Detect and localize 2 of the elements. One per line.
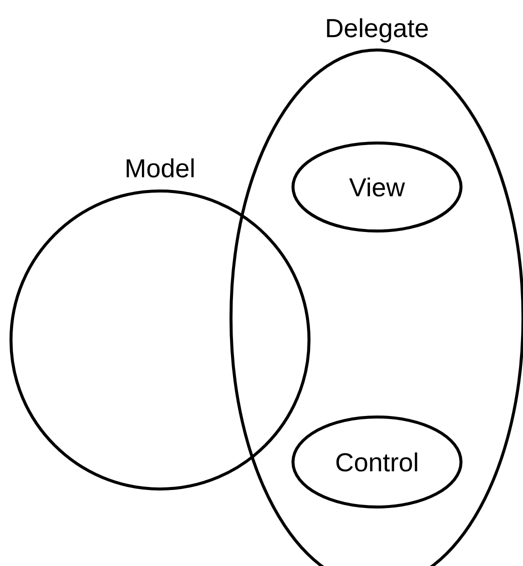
heading: Delegate <box>327 18 428 42</box>
heading: Model <box>126 158 194 178</box>
